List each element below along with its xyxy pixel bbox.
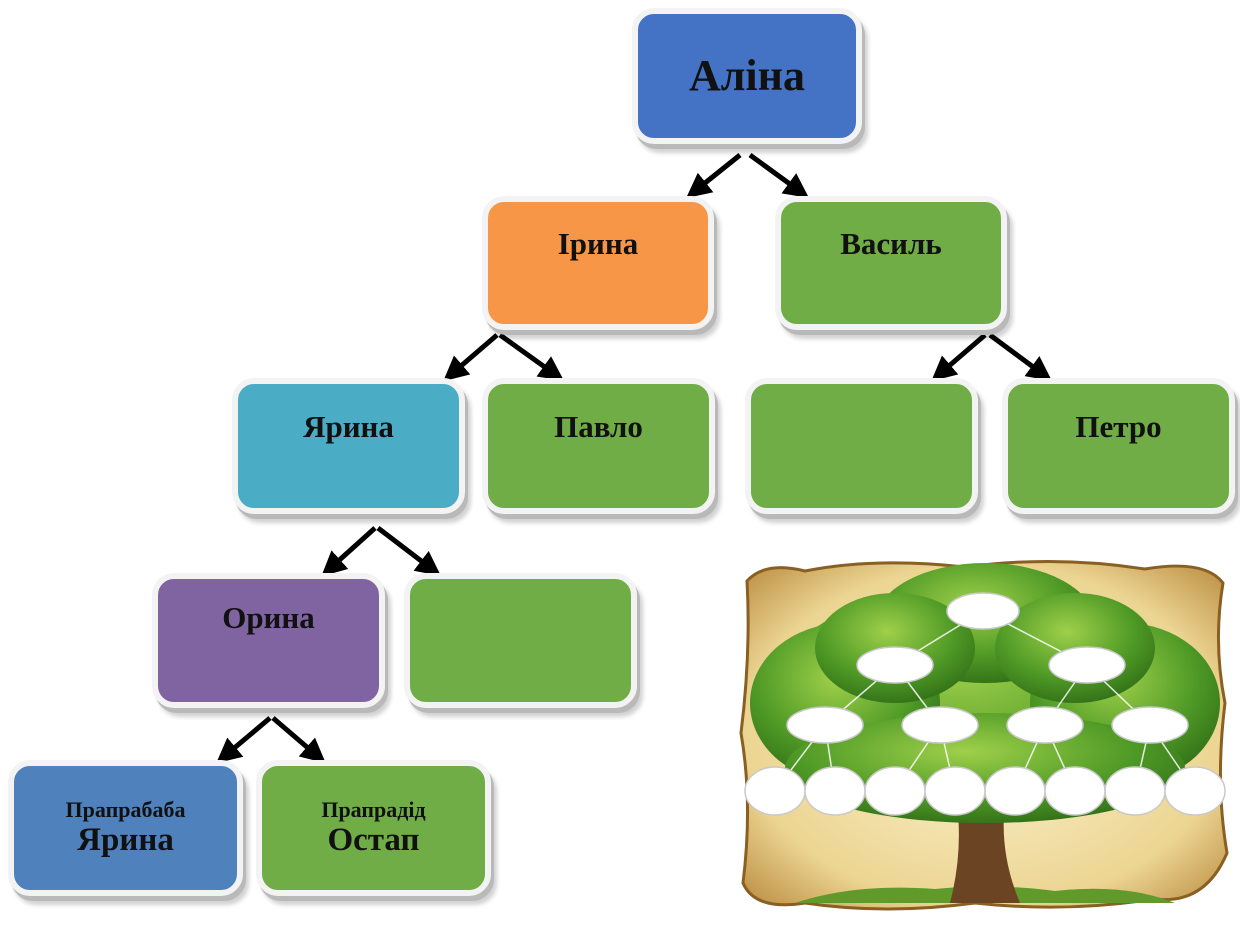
arrow-father-to-grandmother bbox=[931, 333, 987, 382]
node-mother-name: Ірина bbox=[557, 226, 639, 261]
node-gggm-title: Прапрабаба bbox=[65, 796, 186, 822]
node-mother: Ірина bbox=[482, 196, 714, 330]
arrow-grandmother-to-ggm bbox=[321, 526, 377, 577]
node-paternal-grandmother bbox=[745, 378, 978, 514]
node-gggm-name: Ярина bbox=[77, 821, 174, 858]
arrow-ggm-to-gggf bbox=[271, 716, 326, 764]
node-great-great-grandmother: Прапрабаба Ярина bbox=[8, 760, 243, 896]
node-paternal-grandfather: Петро bbox=[1002, 378, 1235, 514]
arrow-mother-to-grandfather bbox=[498, 332, 565, 381]
node-root-name: Аліна bbox=[688, 50, 806, 100]
node-great-grandmother: Орина bbox=[152, 573, 385, 708]
tree-trunk bbox=[950, 803, 1020, 903]
arrow-root-to-father bbox=[748, 152, 810, 198]
node-maternal-grandmother-name: Ярина bbox=[303, 409, 394, 444]
family-tree-template-icon bbox=[735, 553, 1232, 919]
arrow-mother-to-grandmother bbox=[443, 333, 499, 382]
arrow-root-to-mother bbox=[686, 153, 742, 199]
node-great-great-grandfather: Прапрадід Остап bbox=[256, 760, 491, 896]
node-father-name: Василь bbox=[840, 226, 942, 261]
node-root: Аліна bbox=[632, 8, 862, 144]
node-maternal-grandfather: Павло bbox=[482, 378, 715, 514]
arrow-ggm-to-gggm bbox=[216, 716, 272, 764]
node-father: Василь bbox=[775, 196, 1007, 330]
node-great-grandfather bbox=[404, 573, 637, 708]
node-gggf-name: Остап bbox=[327, 821, 420, 858]
node-gggf-title: Прапрадід bbox=[321, 796, 426, 822]
arrow-grandmother-to-ggf bbox=[376, 526, 441, 577]
node-maternal-grandmother: Ярина bbox=[232, 378, 465, 514]
arrow-father-to-grandfather bbox=[988, 332, 1053, 381]
node-maternal-grandfather-name: Павло bbox=[554, 409, 643, 444]
node-paternal-grandfather-name: Петро bbox=[1075, 409, 1162, 444]
empty-name-slots bbox=[744, 592, 1226, 816]
node-great-grandmother-name: Орина bbox=[222, 600, 315, 635]
